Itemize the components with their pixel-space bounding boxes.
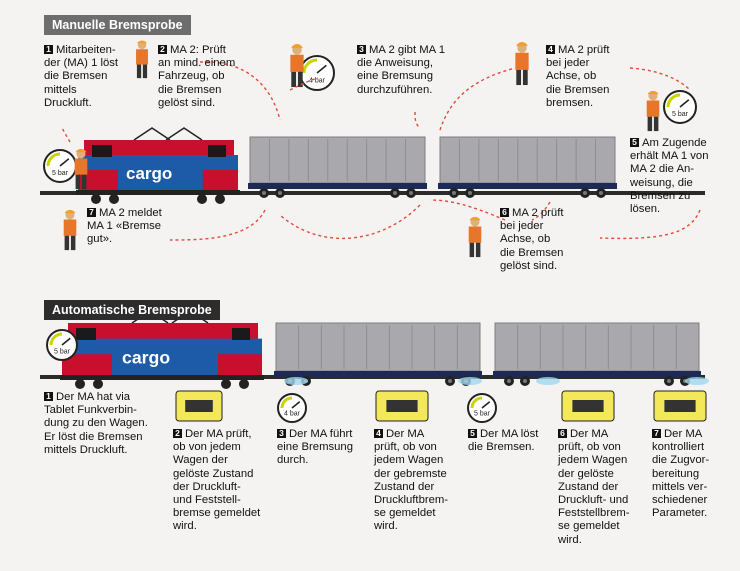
radio-signal-icon [458,377,482,385]
worker-icon [136,40,148,79]
loco-label: cargo [122,348,170,368]
flow-arrow [279,204,421,240]
radio-signal-icon [536,377,560,385]
tablet-icon [561,390,615,422]
locomotive-icon: cargo [76,127,240,204]
pressure-gauge-icon: 4 bar [299,55,335,91]
gauge-label: 5 bar [474,411,491,418]
freight-wagon-icon [274,322,482,386]
freight-wagon-icon [493,322,701,386]
flow-arrow [429,199,506,221]
pressure-gauge-icon: 4 bar [277,393,307,423]
tablet-icon [653,390,707,422]
gauge-label: 5 bar [52,170,69,177]
flow-arrow [61,127,71,143]
pressure-gauge-icon: 5 bar [467,393,497,423]
worker-icon [468,216,482,258]
automatic-header: Automatische Bremsprobe [44,300,220,320]
flow-arrow [289,77,319,91]
tablet-icon [175,390,223,422]
pressure-gauge-icon: 5 bar [663,90,697,124]
gauge-label: 4 bar [309,77,326,84]
manual-header: Manuelle Bremsprobe [44,15,191,35]
radio-signal-icon [284,377,308,385]
flow-arrow [599,209,701,240]
worker-icon [290,43,304,88]
flow-arrow [414,111,421,129]
rail-track [40,191,705,195]
flow-arrow [439,67,516,131]
flow-arrow [531,201,551,221]
flow-arrow [169,209,266,241]
worker-icon [63,209,77,251]
worker-icon [74,148,88,190]
flow-arrow [629,67,691,91]
gauge-label: 4 bar [284,411,301,418]
flow-arrow [199,61,281,121]
worker-icon [646,90,660,132]
pressure-gauge-icon: 5 bar [43,149,77,183]
freight-wagon-icon [248,136,427,198]
freight-wagon-icon [438,136,617,198]
gauge-label: 5 bar [54,348,71,355]
gauge-label: 5 bar [672,111,689,118]
radio-signal-icon [685,377,709,385]
tablet-icon [375,390,429,422]
locomotive-icon: cargo [60,310,264,389]
pressure-gauge-icon: 5 bar [46,329,78,361]
worker-icon [515,41,529,86]
loco-label: cargo [126,164,172,183]
